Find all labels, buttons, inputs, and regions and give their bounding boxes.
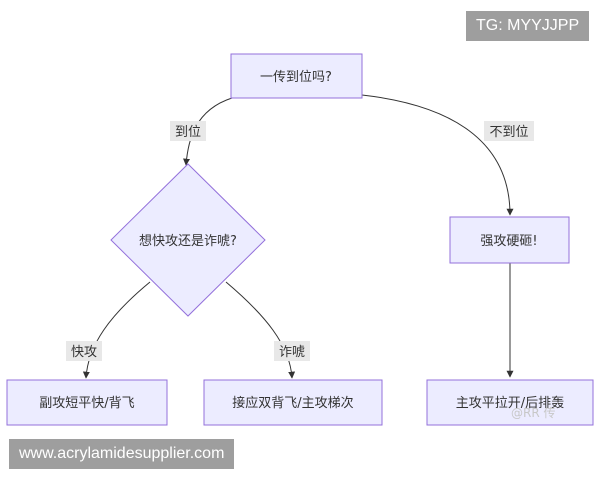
node-fast: 副攻短平快/背飞 bbox=[6, 379, 168, 426]
svg-text:诈唬: 诈唬 bbox=[279, 345, 305, 360]
svg-text:不到位: 不到位 bbox=[489, 125, 528, 140]
svg-text:强攻硬砸!: 强攻硬砸! bbox=[480, 234, 537, 249]
node-decision: 想快攻还是诈唬? bbox=[110, 163, 266, 317]
svg-text:主攻平拉开/后排轰: 主攻平拉开/后排轰 bbox=[456, 395, 564, 411]
svg-text:副攻短平快/背飞: 副攻短平快/背飞 bbox=[39, 396, 134, 411]
tg-badge: TG: MYYJJPP bbox=[466, 11, 590, 41]
svg-text:接应双背飞/主攻梯次: 接应双背飞/主攻梯次 bbox=[232, 395, 353, 411]
node-main-attack: 主攻平拉开/后排轰 bbox=[426, 379, 594, 426]
website-badge: www.acrylamidesupplier.com bbox=[9, 439, 235, 469]
node-feint: 接应双背飞/主攻梯次 bbox=[203, 379, 383, 426]
edge-start-to-hard-attack bbox=[361, 94, 514, 216]
edge-decision-to-fast bbox=[82, 281, 151, 379]
edge-label-feint: 诈唬 bbox=[274, 341, 310, 361]
edge-label-no: 不到位 bbox=[484, 121, 534, 141]
edge-label-fast: 快攻 bbox=[66, 341, 102, 361]
edge-label-yes: 到位 bbox=[170, 121, 206, 141]
svg-text:快攻: 快攻 bbox=[71, 345, 97, 360]
node-start: 一传到位吗? bbox=[230, 53, 363, 99]
svg-text:一传到位吗?: 一传到位吗? bbox=[260, 70, 332, 85]
edge-decision-to-feint bbox=[225, 281, 296, 379]
watermark: @RR 传 bbox=[511, 406, 556, 420]
svg-text:到位: 到位 bbox=[175, 125, 201, 140]
svg-text:想快攻还是诈唬?: 想快攻还是诈唬? bbox=[139, 233, 237, 249]
node-hard-attack: 强攻硬砸! bbox=[449, 216, 570, 264]
